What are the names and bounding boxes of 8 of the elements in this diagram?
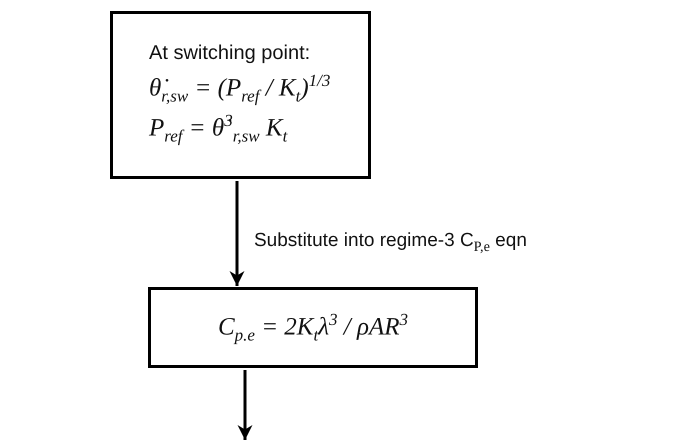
heading-text: At switching point: — [149, 42, 310, 65]
process-box — [110, 11, 371, 179]
arrow — [238, 370, 252, 440]
edge-label: Substitute into regime-3 C$_{P,e}$ eqn — [254, 230, 527, 256]
equation: C$_{p.e}$ = 2K$_{t}$λ$^{3}$ / ρAR$^{3}$ — [218, 308, 408, 346]
arrow — [230, 181, 244, 286]
equation: θ̇$_{r,sw}$ = (P$_{ref}$ / K$_{t}$)$^{1/3}$ — [149, 70, 330, 108]
process-box — [148, 287, 478, 368]
